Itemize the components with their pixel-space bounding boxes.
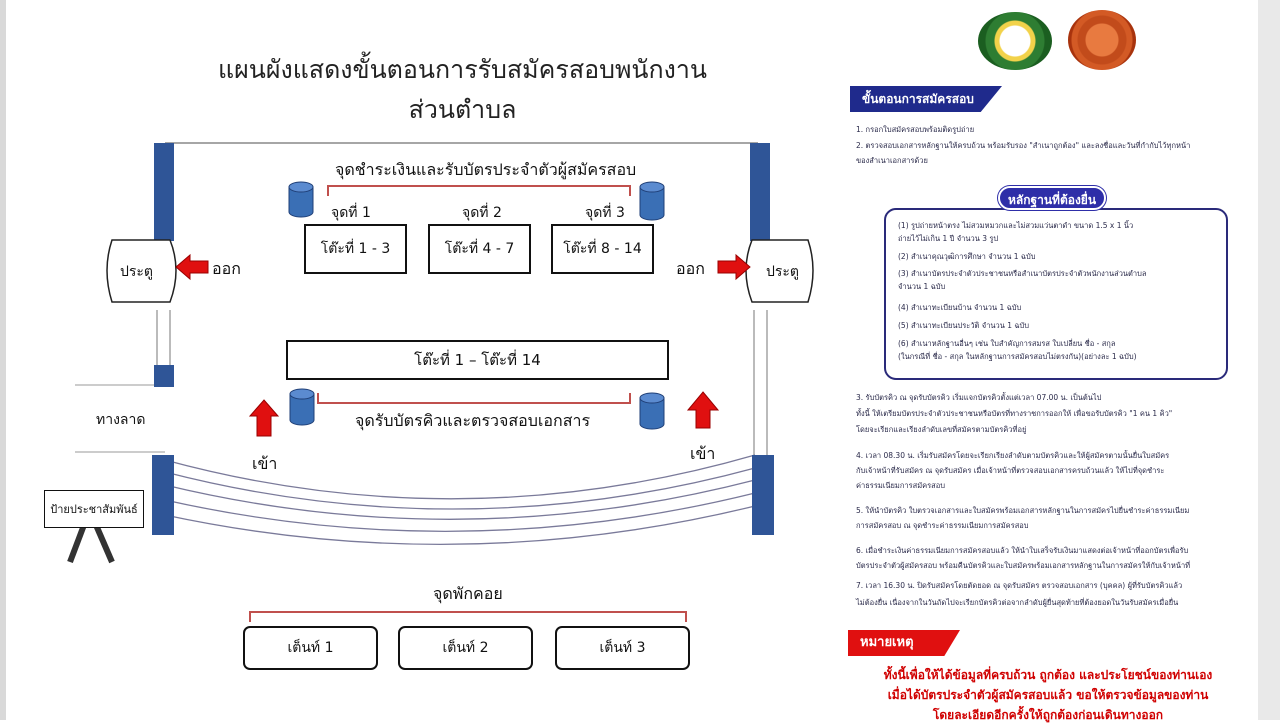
step-line: โดยจะเรียกและเรียงลำดับเลขที่สมัครตามบัต… bbox=[856, 425, 1027, 434]
rest-point-label: จุดพักคอย bbox=[433, 584, 503, 603]
step-line: 4. เวลา 08.30 น. เริ่มรับสมัครโดยจะเรียก… bbox=[856, 451, 1170, 460]
arrow-left-icon bbox=[175, 253, 209, 281]
counter-box-4-7: โต๊ะที่ 4 - 7 bbox=[428, 224, 531, 274]
document-item: (3) สำเนาบัตรประจำตัวประชาชนหรือสำเนาบัต… bbox=[898, 269, 1147, 278]
pillar-right-top bbox=[750, 143, 770, 241]
counter-box-1-3: โต๊ะที่ 1 - 3 bbox=[304, 224, 407, 274]
step-line: การสมัครสอบ ณ จุดชำระค่าธรรมเนียมการสมัค… bbox=[856, 521, 1029, 530]
door-right-shape bbox=[745, 239, 814, 303]
arrow-up-icon bbox=[686, 391, 720, 429]
database-cylinder-icon bbox=[639, 397, 665, 430]
steps-intro-line: 1. กรอกใบสมัครสอบพร้อมติดรูปถ่าย bbox=[856, 125, 975, 134]
tent-1-box: เต็นท์ 1 bbox=[243, 626, 378, 670]
seal-emblem-green-icon bbox=[978, 12, 1052, 70]
enter-right-label: เข้า bbox=[690, 444, 716, 463]
note-line: เมื่อได้บัตรประจำตัวผู้สมัครสอบแล้ว ขอให… bbox=[887, 688, 1209, 702]
door-right-label: ประตู bbox=[766, 264, 800, 280]
door-left-shape bbox=[106, 239, 177, 303]
page-title: แผนผังแสดงขั้นตอนการรับสมัครสอบพนักงานส่… bbox=[217, 55, 707, 124]
arrow-up-icon bbox=[248, 399, 280, 437]
seal-emblem-orange-icon bbox=[1068, 10, 1136, 70]
tent-3-box: เต็นท์ 3 bbox=[555, 626, 690, 670]
document-item: (ในกรณีที่ ชื่อ - สกุล ในหลักฐานการสมัคร… bbox=[898, 352, 1137, 361]
steps-intro-line: ของสำเนาเอกสารด้วย bbox=[856, 156, 928, 165]
document-item: (1) รูปถ่ายหน้าตรง ไม่สวมหมวกและไม่สวมแว… bbox=[898, 221, 1134, 230]
arrow-right-icon bbox=[717, 253, 751, 281]
exit-right-label: ออก bbox=[676, 259, 705, 278]
note-header: หมายเหตุ bbox=[848, 630, 960, 656]
floor-plan-drawing bbox=[67, 142, 814, 622]
pillar-right-bottom bbox=[752, 455, 774, 535]
document-item: (4) สำเนาทะเบียนบ้าน จำนวน 1 ฉบับ bbox=[898, 303, 1022, 312]
queue-point-label: จุดรับบัตรคิวและตรวจสอบเอกสาร bbox=[355, 411, 591, 430]
note-line: ทั้งนี้เพื่อให้ได้ข้อมูลที่ครบถ้วน ถูกต้… bbox=[883, 668, 1213, 682]
documents-header: หลักฐานที่ต้องยื่น bbox=[998, 186, 1106, 210]
counter-row-box: โต๊ะที่ 1 – โต๊ะที่ 14 bbox=[286, 340, 669, 380]
pillar-left-mid bbox=[154, 365, 174, 387]
counter-box-8-14: โต๊ะที่ 8 - 14 bbox=[551, 224, 654, 274]
note-line: โดยละเอียดอีกครั้งให้ถูกต้องก่อนเดินทางอ… bbox=[932, 708, 1164, 722]
ramp-label: ทางลาด bbox=[96, 412, 146, 428]
step-line: กับเจ้าหน้าที่รับสมัคร ณ จุดรับสมัคร เมื… bbox=[856, 466, 1165, 475]
window-right-border bbox=[1258, 0, 1280, 720]
step-line: 7. เวลา 16.30 น. ปิดรับสมัครโดยตัดยอด ณ … bbox=[856, 581, 1183, 590]
step-line: 6. เมื่อชำระเงินค่าธรรมเนียมการสมัครสอบแ… bbox=[856, 546, 1189, 555]
step-line: ทั้งนี้ ให้เตรียมบัตรประจำตัวประชาชนหรือ… bbox=[856, 409, 1173, 418]
floor-plan-diagram: จุดชำระเงินและรับบัตรประจำตัวผู้สมัครสอบ… bbox=[44, 142, 814, 670]
steps-header: ขั้นตอนการสมัครสอบ bbox=[850, 86, 1002, 112]
step-line: 3. รับบัตรคิว ณ จุดรับบัตรคิว เริ่มแจกบั… bbox=[856, 393, 1102, 402]
pillar-left-top bbox=[154, 143, 174, 241]
enter-left-label: เข้า bbox=[252, 454, 278, 473]
step-line: 5. ให้นำบัตรคิว ใบตรวจเอกสารและใบสมัครพร… bbox=[856, 506, 1190, 515]
tent-2-box: เต็นท์ 2 bbox=[398, 626, 533, 670]
pr-sign-box: ป้ายประชาสัมพันธ์ bbox=[44, 490, 144, 528]
step-line: บัตรประจำตัวผู้สมัครสอบ พร้อมคืนบัตรคิวแ… bbox=[856, 561, 1191, 570]
database-cylinder-icon bbox=[289, 393, 315, 426]
document-item: จำนวน 1 ฉบับ bbox=[898, 282, 946, 291]
door-left-label: ประตู bbox=[120, 264, 154, 280]
database-cylinder-icon bbox=[639, 186, 665, 221]
steps-intro-line: 2. ตรวจสอบเอกสารหลักฐานให้ครบถ้วน พร้อมร… bbox=[856, 141, 1191, 150]
step-line: ค่าธรรมเนียมการสมัครสอบ bbox=[856, 481, 946, 490]
point-3-label: จุดที่ 3 bbox=[585, 205, 625, 221]
payment-point-label: จุดชำระเงินและรับบัตรประจำตัวผู้สมัครสอบ bbox=[335, 160, 637, 179]
database-cylinder-icon bbox=[288, 186, 314, 218]
document-item: (5) สำเนาทะเบียนประวัติ จำนวน 1 ฉบับ bbox=[898, 321, 1030, 330]
exit-left-label: ออก bbox=[212, 259, 241, 278]
document-item: (6) สำเนาหลักฐานอื่นๆ เช่น ใบสำคัญการสมร… bbox=[898, 339, 1116, 348]
step-line: ไม่ต้องยื่น เนื่องจากในวันถัดไปจะเรียกบั… bbox=[856, 598, 1179, 607]
pillar-left-bottom bbox=[152, 455, 174, 535]
window-left-border bbox=[0, 0, 6, 720]
point-2-label: จุดที่ 2 bbox=[462, 205, 502, 221]
document-item: ถ่ายไว้ไม่เกิน 1 ปี จำนวน 3 รูป bbox=[898, 234, 999, 243]
point-1-label: จุดที่ 1 bbox=[331, 205, 371, 221]
document-item: (2) สำเนาคุณวุฒิการศึกษา จำนวน 1 ฉบับ bbox=[898, 252, 1036, 261]
